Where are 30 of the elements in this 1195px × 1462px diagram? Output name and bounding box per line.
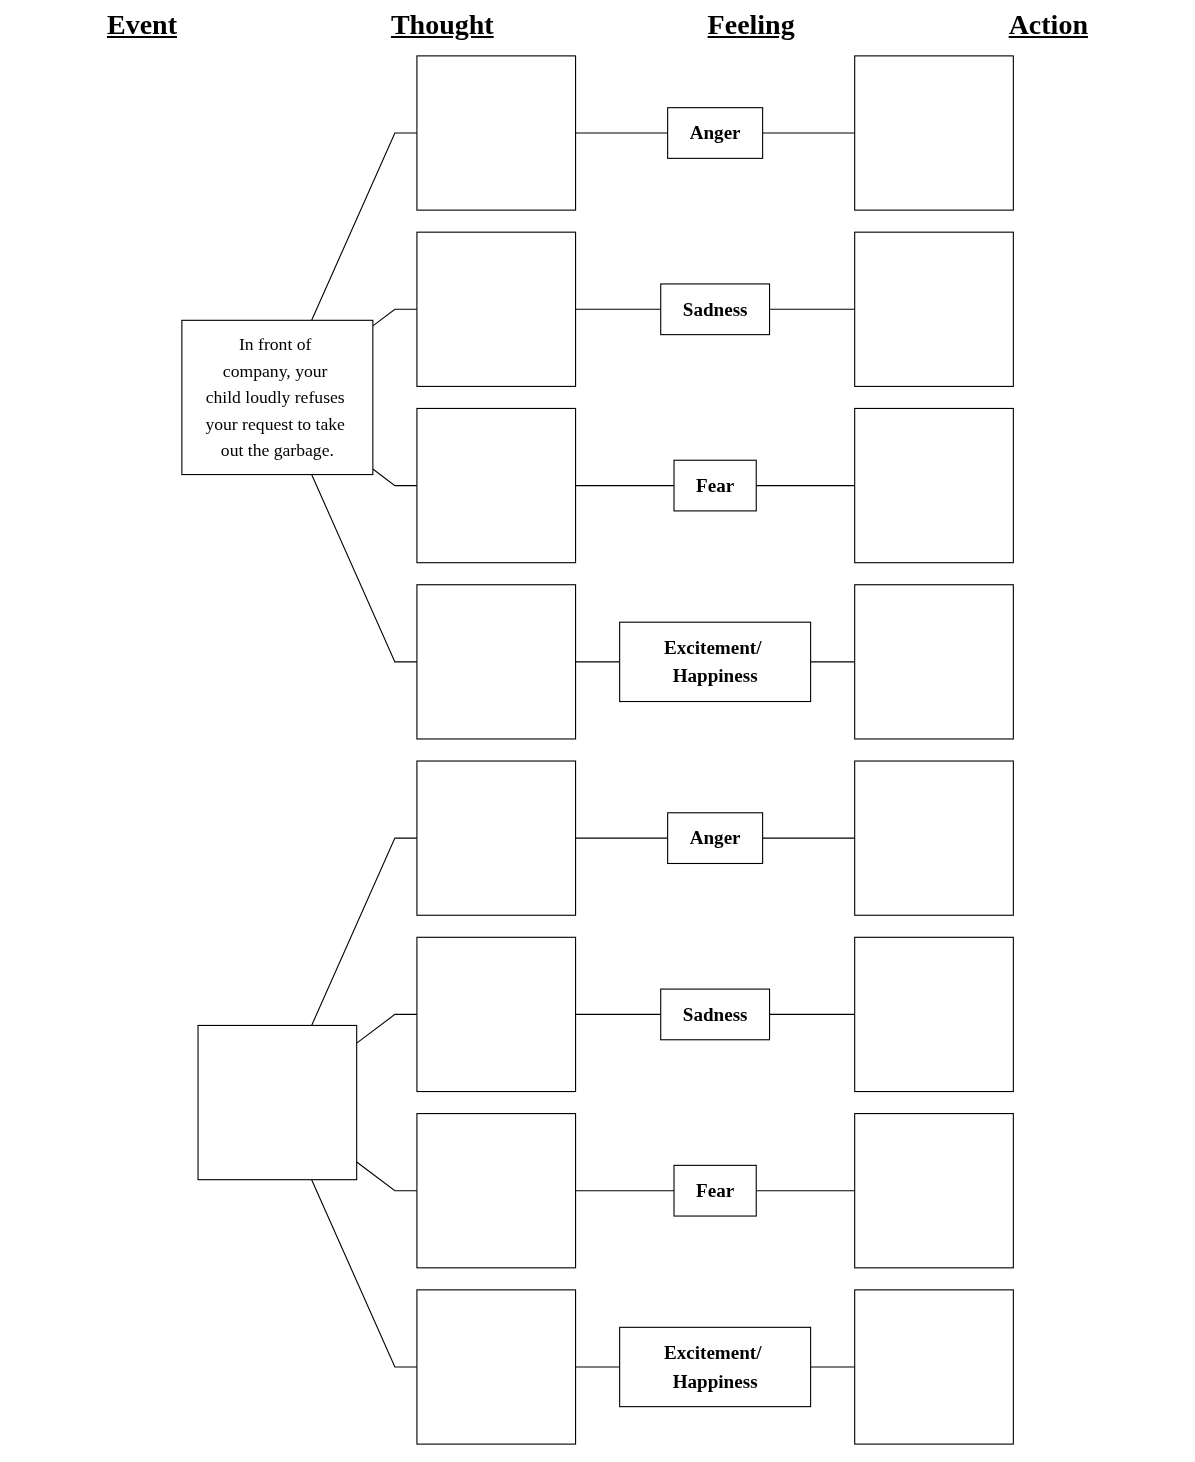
node-box bbox=[416, 760, 576, 916]
node-box: Excitement/ Happiness bbox=[619, 1326, 812, 1408]
node-box bbox=[197, 1024, 358, 1181]
column-heading: Feeling bbox=[707, 9, 795, 41]
column-heading: Action bbox=[1008, 9, 1088, 41]
node-box bbox=[416, 1113, 576, 1269]
node-box bbox=[854, 1113, 1014, 1269]
node-box: Fear bbox=[673, 459, 757, 512]
node-box: Sadness bbox=[660, 988, 770, 1041]
node-box: Anger bbox=[667, 812, 764, 865]
node-box bbox=[416, 407, 576, 564]
node-box bbox=[854, 584, 1014, 740]
node-box bbox=[416, 584, 576, 740]
node-box: Fear bbox=[673, 1164, 757, 1217]
node-box: In front of company, your child loudly refuses your request to take out the garbage. bbox=[181, 319, 374, 476]
node-box: Anger bbox=[667, 107, 764, 159]
node-box bbox=[854, 936, 1014, 1093]
node-box bbox=[416, 936, 576, 1093]
node-box: Sadness bbox=[660, 283, 770, 336]
node-box bbox=[416, 55, 576, 211]
node-box bbox=[416, 231, 576, 387]
node-box bbox=[416, 1289, 576, 1445]
node-box bbox=[854, 760, 1014, 916]
node-box: Excitement/ Happiness bbox=[619, 621, 812, 703]
node-box bbox=[854, 55, 1014, 211]
node-box bbox=[854, 407, 1014, 564]
node-box bbox=[854, 1289, 1014, 1445]
node-box bbox=[854, 231, 1014, 387]
column-heading: Thought bbox=[390, 9, 494, 41]
column-heading: Event bbox=[106, 9, 177, 41]
